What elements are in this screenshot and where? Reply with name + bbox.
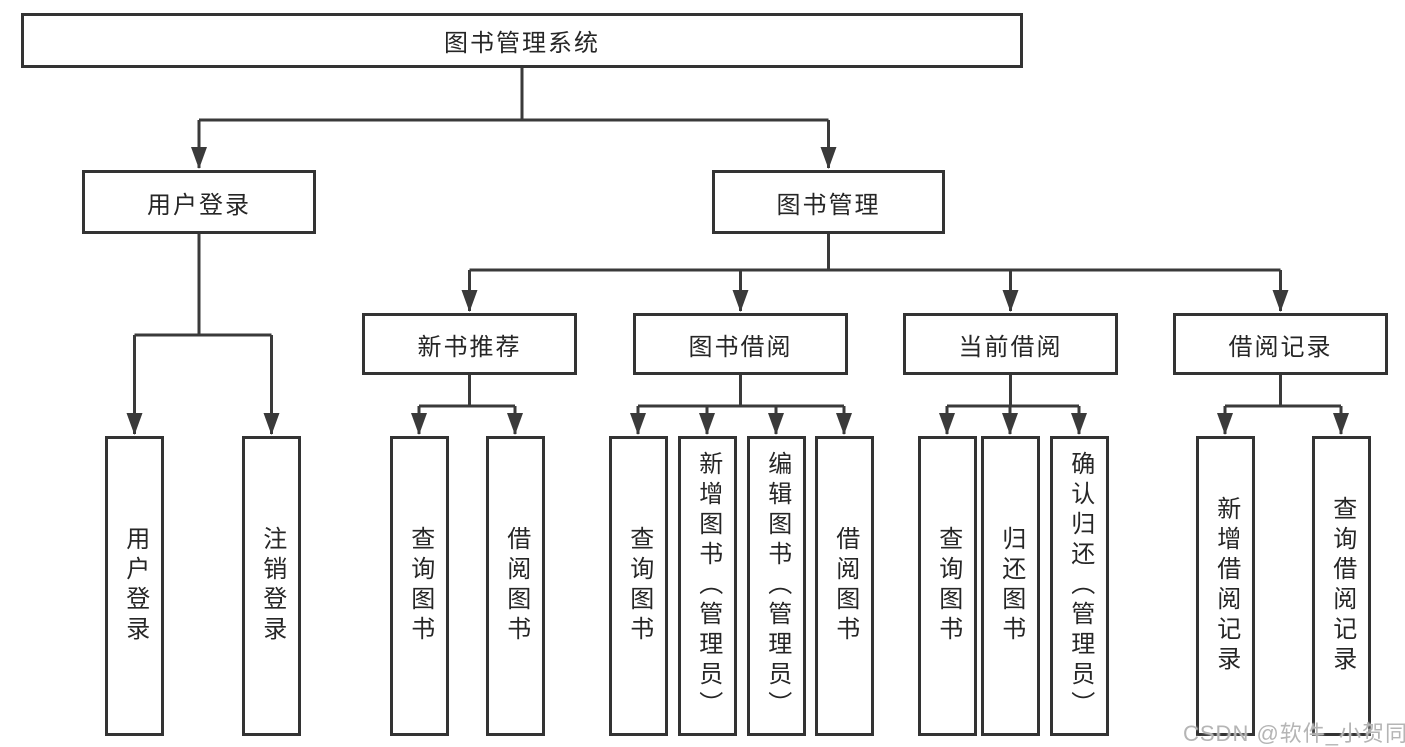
leaf-query-books-recommendation: 查询图书 [390, 436, 449, 736]
leaf-add-borrowing-record: 新增借阅记录 [1196, 436, 1255, 736]
leaf-borrow-books-recommendation: 借阅图书 [486, 436, 545, 736]
leaf-borrow-books: 借阅图书 [815, 436, 874, 736]
leaf-confirm-return-admin: 确认归还（管理员） [1050, 436, 1109, 736]
watermark-text: CSDN @软件_小贺同学 [1183, 721, 1405, 746]
leaf-user-login: 用户登录 [105, 436, 164, 736]
leaf-query-borrowing-record: 查询借阅记录 [1312, 436, 1371, 736]
node-book-management: 图书管理 [712, 170, 945, 234]
leaf-logout: 注销登录 [242, 436, 301, 736]
node-book-borrowing: 图书借阅 [633, 313, 848, 375]
leaf-query-books-borrowing: 查询图书 [609, 436, 668, 736]
leaf-query-books-current: 查询图书 [918, 436, 977, 736]
node-library-system: 图书管理系统 [21, 13, 1023, 68]
leaf-edit-books-admin: 编辑图书（管理员） [747, 436, 806, 736]
leaf-return-books: 归还图书 [981, 436, 1040, 736]
node-new-book-recommendation: 新书推荐 [362, 313, 577, 375]
leaf-add-books-admin: 新增图书（管理员） [678, 436, 737, 736]
node-current-borrowing: 当前借阅 [903, 313, 1118, 375]
node-borrowing-records: 借阅记录 [1173, 313, 1388, 375]
node-user-login: 用户登录 [82, 170, 316, 234]
